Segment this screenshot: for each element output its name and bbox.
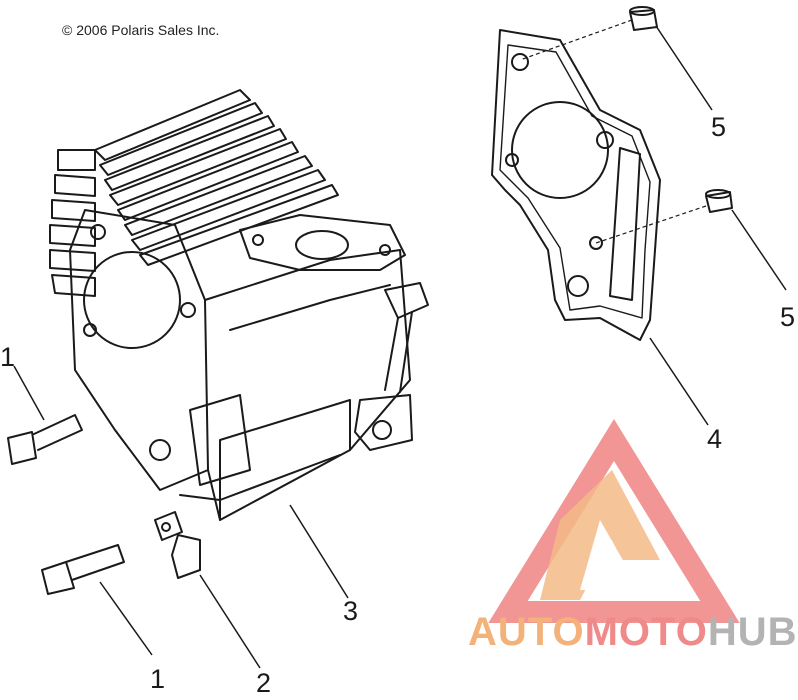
clip-part bbox=[154, 511, 201, 579]
pin-alignment-line-top bbox=[519, 19, 633, 61]
callout-5-upper: 5 bbox=[711, 112, 726, 142]
bolt-upper bbox=[7, 414, 83, 465]
bolt-lower bbox=[41, 544, 125, 595]
leader-lines bbox=[13, 25, 787, 669]
callout-3: 3 bbox=[343, 596, 358, 626]
callout-5-lower: 5 bbox=[780, 302, 795, 332]
callout-1-lower: 1 bbox=[150, 664, 165, 694]
pin-alignment-line-bottom bbox=[595, 205, 707, 244]
watermark-wordmark: AUTOMOTOHUB bbox=[468, 610, 798, 654]
callout-2: 2 bbox=[256, 668, 271, 695]
watermark-word-moto: MOTO bbox=[585, 610, 708, 654]
watermark-logo bbox=[488, 419, 740, 623]
cylinder-part bbox=[49, 89, 429, 521]
copyright-notice: © 2006 Polaris Sales Inc. bbox=[62, 22, 220, 38]
dowel-pin-top bbox=[629, 6, 658, 31]
callout-1-upper: 1 bbox=[0, 342, 15, 372]
watermark-word-hub: HUB bbox=[708, 610, 798, 654]
base-gasket-part bbox=[491, 29, 661, 341]
dowel-pin-bottom bbox=[705, 189, 733, 213]
watermark-mark-cut bbox=[580, 520, 640, 590]
callout-4: 4 bbox=[707, 424, 722, 454]
watermark-word-auto: AUTO bbox=[468, 610, 585, 654]
